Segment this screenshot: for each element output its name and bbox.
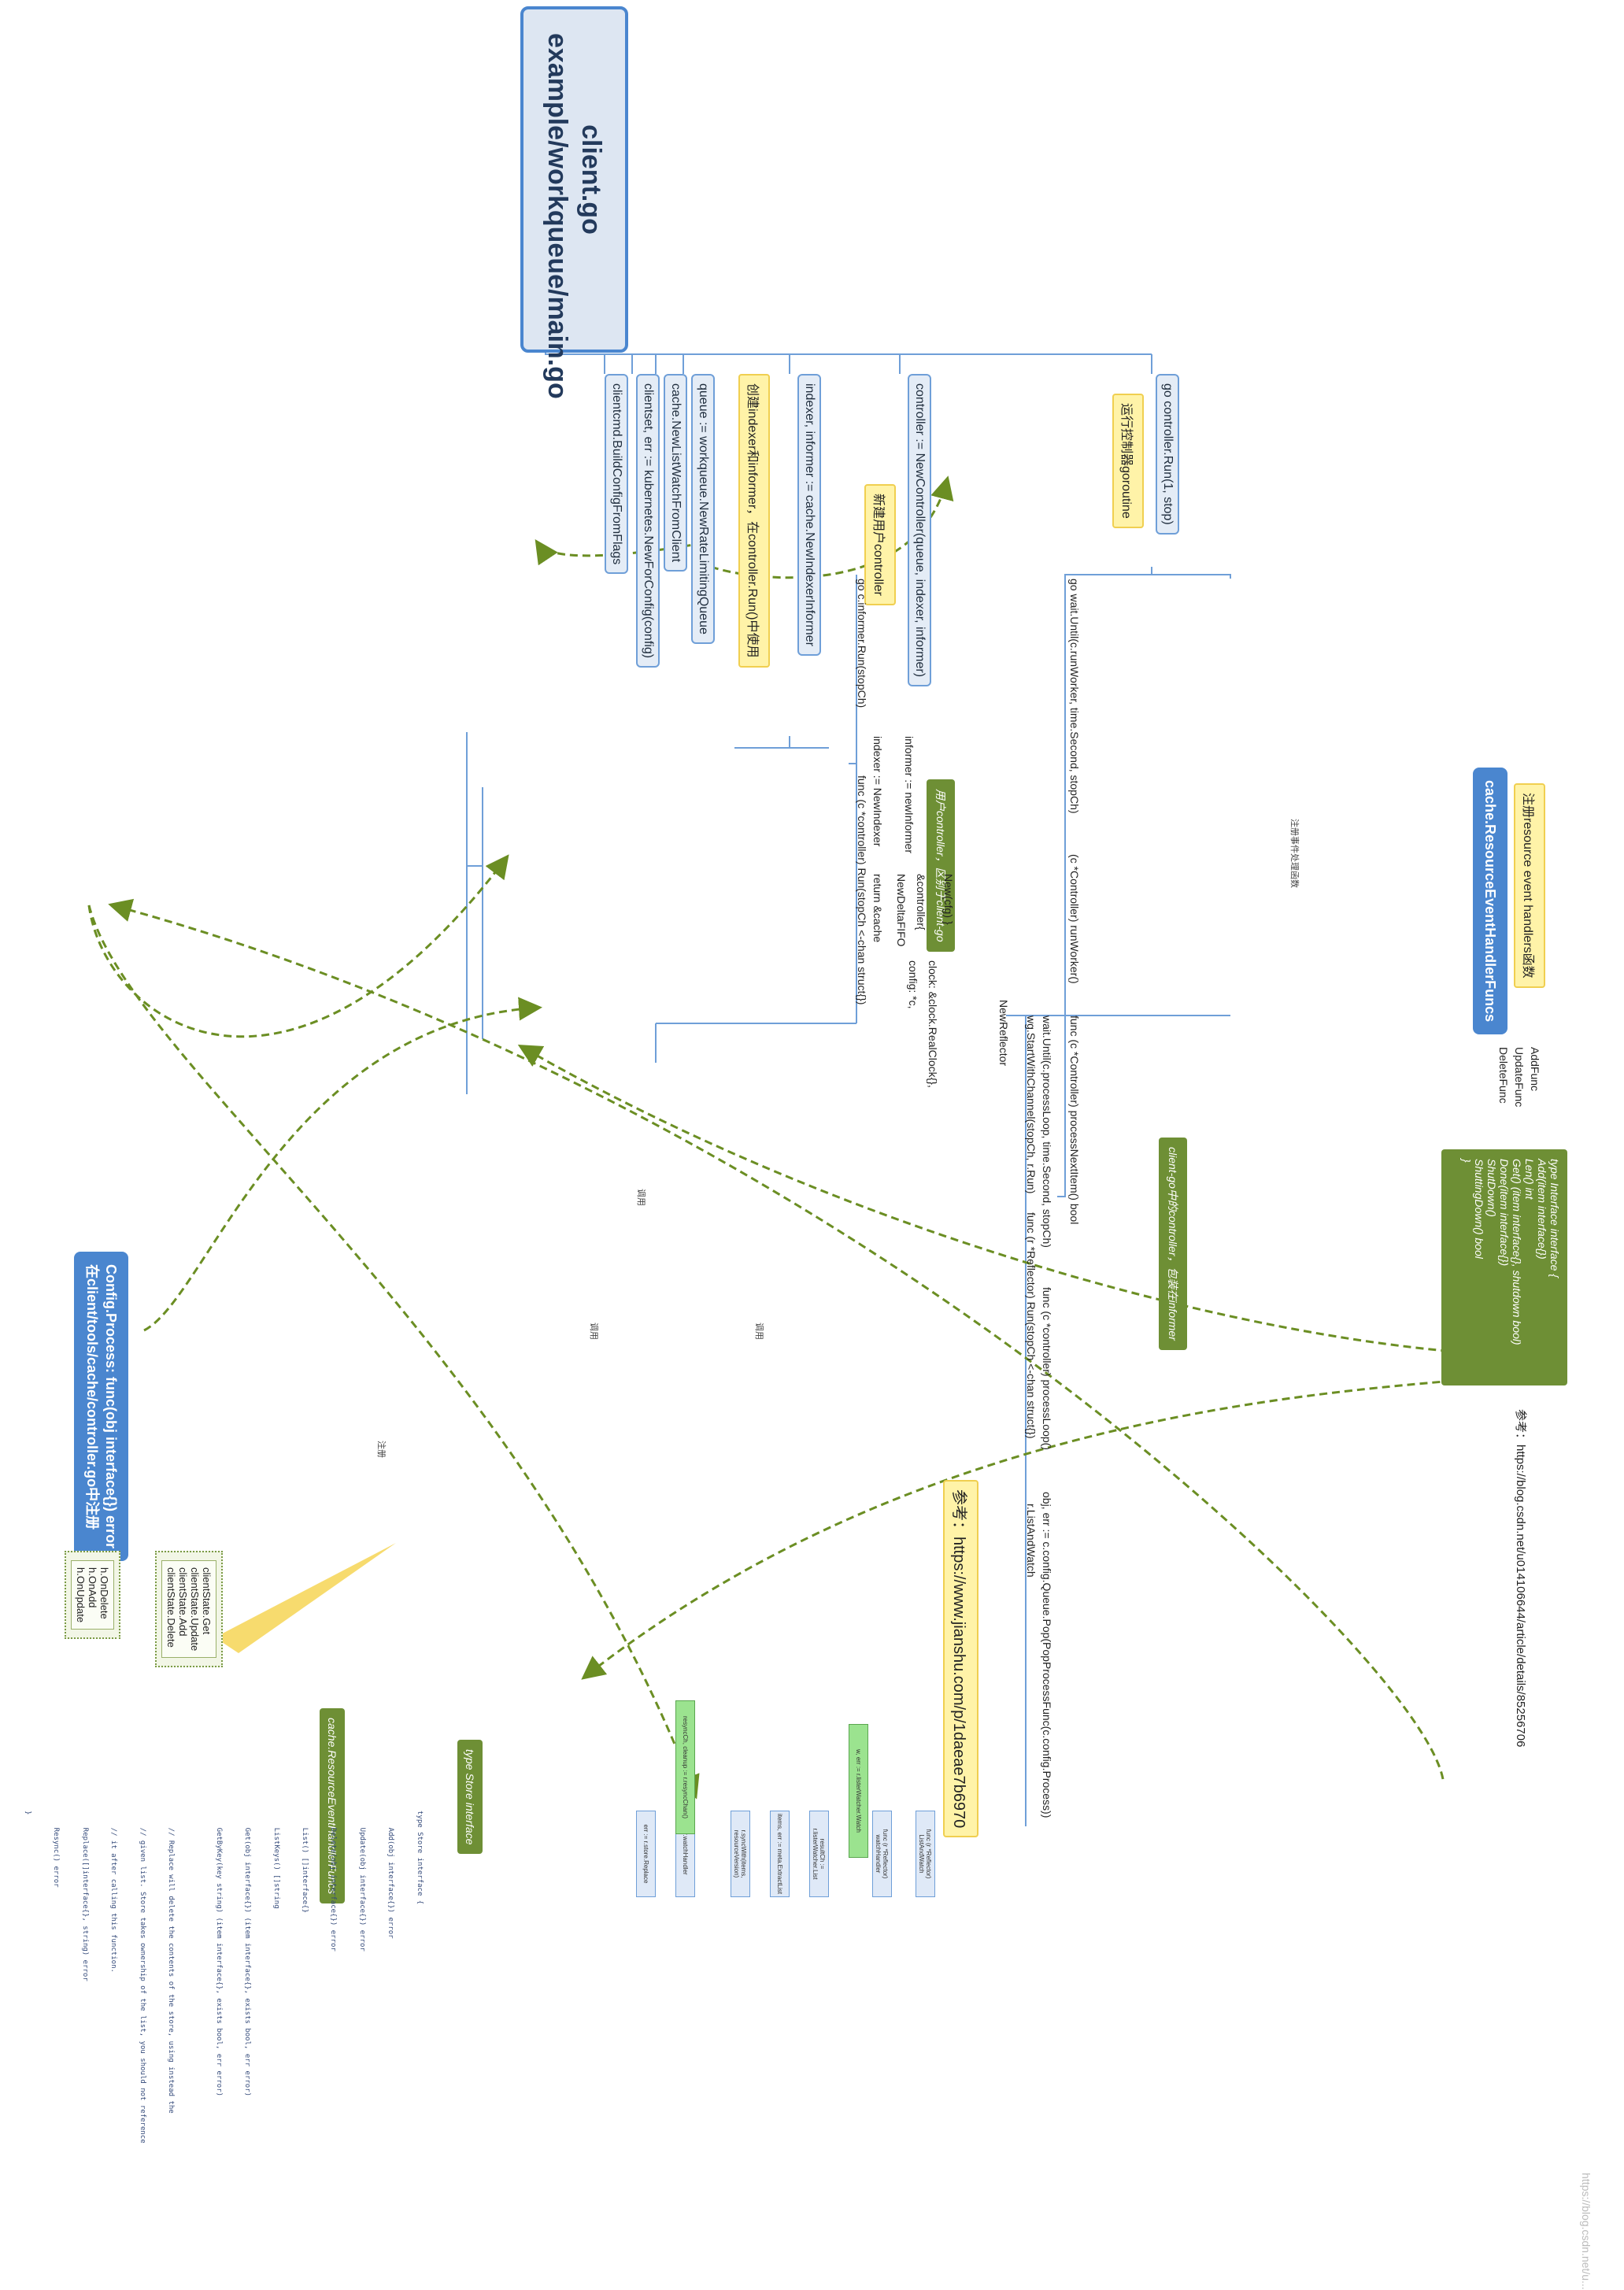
client-state-update[interactable]: clientState.Update (189, 1567, 201, 1652)
reflector-run[interactable]: func (r *Reflector) Run(stopCh <-chan st… (1025, 1212, 1038, 1439)
store-code-3: Delete(obj interface{}) error (329, 1811, 338, 1951)
interface-line-6: ShuttingDown() bool (1473, 1159, 1485, 1259)
flow-box-1: func (r *Reflector) watchHandler (872, 1811, 892, 1897)
indexer-new[interactable]: indexer := NewIndexer (871, 736, 884, 847)
store-code-10: // given list. Store takes ownership of … (138, 1811, 146, 2144)
store-code-7: GetByKey(key string) (item interface{}, … (214, 1811, 223, 2097)
mindmap-canvas: client.go example/workqueue/main.go clie… (4, 6, 1593, 2290)
interface-line-1: Add(item interface{}) (1536, 1159, 1548, 1260)
branch-controller-run[interactable]: go controller.Run(1, stop) (1156, 374, 1179, 535)
label-store-interface: type Store interface (457, 1740, 483, 1855)
client-state-group: clientState.Get clientState.Update clien… (155, 1551, 223, 1668)
callout-pointer (215, 1543, 396, 1653)
branch-list-watch[interactable]: cache.NewListWatchFromClient (664, 374, 687, 572)
note-run-goroutine: 运行控制器goroutine (1112, 394, 1144, 528)
flow-box-5: w, err := r.listerWatcher.Watch (849, 1724, 868, 1858)
new-cfg[interactable]: New(cfg) (942, 874, 955, 919)
edge-label-register: 注册事件处理函数 (1289, 819, 1299, 888)
flow-box-4: r.syncWith(items, resourceVersion) (731, 1811, 750, 1897)
client-state-add[interactable]: clientState.Add (177, 1567, 189, 1637)
note-register-handlers: 注册resource event handlers函数 (1514, 783, 1545, 988)
label-user-controller: 用户controller，区别于client-go (927, 779, 955, 952)
branch-new-for-config[interactable]: clientset, err := kubernetes.NewForConfi… (636, 374, 660, 668)
client-state-delete[interactable]: clientState.Delete (165, 1567, 177, 1648)
h-on-add[interactable]: h.OnAdd (87, 1567, 98, 1608)
store-code-14: } (23, 1811, 31, 1815)
interface-line-7: } (1460, 1159, 1473, 1163)
flow-box-2: resultCh := r.listerWatcher.List (809, 1811, 829, 1897)
edge-label-call3: 调用 (589, 1323, 598, 1340)
store-code-0: type Store interface { (415, 1811, 424, 1905)
store-code-12: Replace([]interface{}, string) error (80, 1811, 89, 1981)
branch-build-config[interactable]: clientcmd.BuildConfigFromFlags (605, 374, 628, 575)
informer-new[interactable]: informer := newInformer (903, 736, 916, 853)
store-code-11: // it after calling this function. (109, 1811, 118, 1973)
edge-label-call4: 注册 (376, 1441, 386, 1458)
edge-label-call2: 调用 (754, 1323, 764, 1340)
branch-new-indexer-informer[interactable]: indexer, informer := cache.NewIndexerInf… (797, 374, 821, 656)
root-node[interactable]: client.go example/workqueue/main.go (520, 6, 628, 399)
config-field: config: *c, (907, 960, 919, 1009)
queue-pop[interactable]: obj, err := c.config.Queue.Pop(PopProces… (1041, 1492, 1053, 1818)
flow-box-7: err := r.store.Replace (636, 1811, 656, 1897)
list-watch-flowchart: func (r *Reflector) ListAndWatch func (r… (514, 1622, 955, 1905)
handler-add-func[interactable]: AddFunc (1529, 1047, 1541, 1092)
handler-update-func[interactable]: UpdateFunc (1513, 1047, 1526, 1108)
handler-funcs-topic[interactable]: cache.ResourceEventHandlerFuncs (1472, 768, 1507, 1035)
config-process-topic[interactable]: Config.Process: func(obj interface{}) er… (74, 1252, 128, 1562)
run-worker-func[interactable]: (c *Controller) runWorker() (1068, 854, 1081, 984)
struct-close: } (942, 921, 955, 925)
store-code-9: // Replace will delete the contents of t… (167, 1811, 176, 2114)
h-on-group: h.OnDelete h.OnAdd h.OnUpdate (65, 1551, 120, 1640)
interface-line-3: Get() (item interface{}, shutdown bool) (1511, 1159, 1523, 1345)
label-client-go-controller: client-go中的controller，包装在informer (1159, 1138, 1187, 1350)
interface-line-5: ShutDown() (1485, 1159, 1498, 1217)
h-on-update[interactable]: h.OnUpdate (75, 1567, 87, 1623)
client-state-get[interactable]: clientState.Get (201, 1567, 213, 1635)
store-code-6: Get(obj interface{}) (item interface{}, … (243, 1811, 252, 2097)
go-informer-run[interactable]: go c.informer.Run(stopCh) (856, 579, 868, 708)
store-code-13: Resync() error (52, 1811, 61, 1888)
store-interface-code: type Store interface { Add(obj interface… (4, 1811, 443, 2144)
workqueue-interface: type Interface interface { Add(item inte… (1441, 1149, 1567, 1385)
csdn-reference: 参考：https://blog.csdn.net/u014106644/arti… (1514, 1409, 1527, 1748)
process-loop-func[interactable]: func (c *controller) processLoop() (1041, 1287, 1053, 1450)
process-next-item[interactable]: func (c *Controller) processNextItem() b… (1068, 1016, 1081, 1225)
store-code-5: ListKeys() []string (272, 1811, 280, 1909)
new-delta-fifo[interactable]: NewDeltaFIFO (895, 874, 908, 947)
handler-delete-func[interactable]: DeleteFunc (1497, 1047, 1510, 1104)
interface-line-4: Done(item interface{}) (1498, 1159, 1511, 1267)
note-create-indexer: 创建indexer和informer，在controller.Run()中使用 (738, 374, 770, 668)
store-code-4: List() []interface{} (301, 1811, 309, 1914)
flow-box-0: func (r *Reflector) ListAndWatch (916, 1811, 935, 1897)
store-code-2: Update(obj interface{}) error (357, 1811, 366, 1951)
watermark: https://blog.csdn.net/u... (1580, 2173, 1593, 2290)
store-code-1: Add(obj interface{}) error (387, 1811, 395, 1939)
branch-rate-limit-queue[interactable]: queue := workqueue.NewRateLimitingQueue (691, 374, 715, 644)
h-on-delete[interactable]: h.OnDelete (98, 1567, 110, 1619)
controller-struct: &controller{ (915, 874, 927, 930)
flow-box-3: items, err := meta.ExtractList (770, 1811, 790, 1897)
clock-field: clock: &clock.RealClock{}, (927, 960, 939, 1088)
wait-until-process-loop[interactable]: wait.Until(c.processLoop, time.Second, s… (1041, 1016, 1053, 1248)
flow-box-8: resyncCh, cleanup := r.resyncChan() (675, 1700, 695, 1834)
root-title: client.go (576, 124, 606, 235)
interface-line-2: Len() int (1523, 1159, 1536, 1200)
wg-start[interactable]: wg.StartWithChannel(stopCh, r.Run) (1025, 1016, 1038, 1194)
go-wait-until-worker[interactable]: go wait.Until(c.runWorker, time.Second, … (1068, 579, 1081, 814)
branch-new-controller[interactable]: controller := NewController(queue, index… (908, 374, 931, 687)
root-path: example/workqueue/main.go (542, 33, 573, 399)
config-process-line2: 在client/tools/cache/controller.go中注册 (83, 1264, 100, 1530)
interface-line-0: type Interface interface { (1548, 1159, 1561, 1278)
return-cache: return &cache (871, 874, 884, 943)
config-process-line1: Config.Process: func(obj interface{}) er… (103, 1264, 119, 1549)
list-and-watch[interactable]: r.ListAndWatch (1025, 1504, 1038, 1578)
controller-run-func[interactable]: func (c *controller) Run(stopCh <-chan s… (856, 775, 868, 1005)
new-reflector[interactable]: NewReflector (997, 1000, 1010, 1067)
note-new-controller: 新建用户controller (864, 484, 896, 605)
edge-label-call1: 调用 (636, 1189, 646, 1206)
